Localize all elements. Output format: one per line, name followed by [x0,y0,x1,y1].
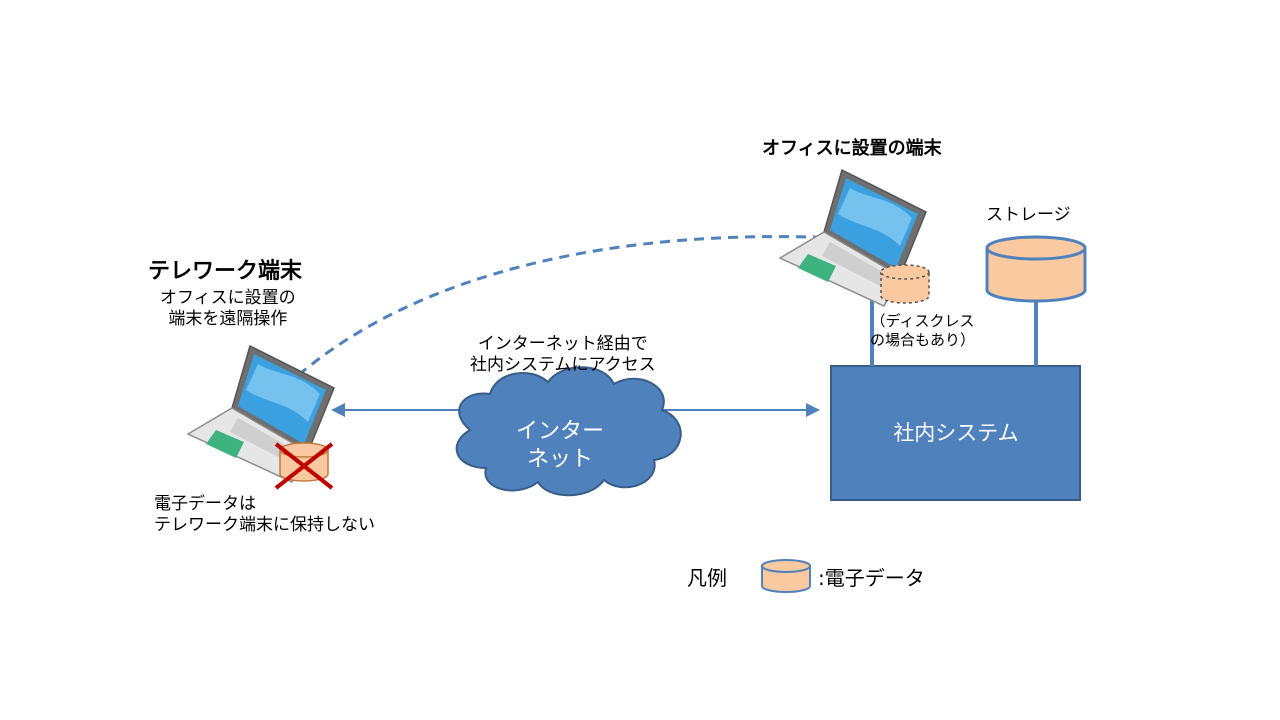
remote-operation-arrow [293,235,841,380]
legend-description: :電子データ [818,566,925,590]
cloud-label-line1: インター [515,419,604,444]
internet-cloud [455,366,682,497]
diskless-note-line2: の場合もあり） [870,330,976,349]
telework-data-note: 電子データは テレワーク端末に保持しない [154,494,375,537]
internet-cloud-label: インター ネット [512,418,608,473]
office-laptop-icon [778,168,927,307]
storage-label: ストレージ [986,205,1071,225]
diskless-note: （ディスクレス の場合もあり） [870,312,975,350]
legend-data-icon [761,559,811,593]
cloud-label-line2: ネット [526,446,593,472]
telework-desc-line1: オフィスに設置の [160,288,296,308]
no-data-cross-icon [274,442,334,490]
internet-desc-line1: インターネット経由で [477,334,648,354]
telework-description: オフィスに設置の 端末を遠隔操作 [160,288,296,331]
telework-terminal-title: テレワーク端末 [148,259,303,284]
telework-data-cylinder [279,442,329,482]
internet-desc-line2: 社内システムにアクセス [470,355,656,376]
internal-system-box [830,365,1081,501]
telework-note-line1: 電子データは [154,494,256,514]
diskless-note-line1: （ディスクレス [870,312,975,330]
telework-desc-line2: 端末を遠隔操作 [168,309,288,330]
office-terminal-title: オフィスに設置の端末 [762,138,942,159]
legend-title: 凡例 [687,566,727,590]
internet-access-description: インターネット経由で 社内システムにアクセス [470,334,656,377]
storage-cylinder [985,235,1087,303]
internal-system-label: 社内システム [893,421,1019,445]
telework-note-line2: テレワーク端末に保持しない [154,515,375,536]
office-data-cylinder-dashed [880,264,930,304]
